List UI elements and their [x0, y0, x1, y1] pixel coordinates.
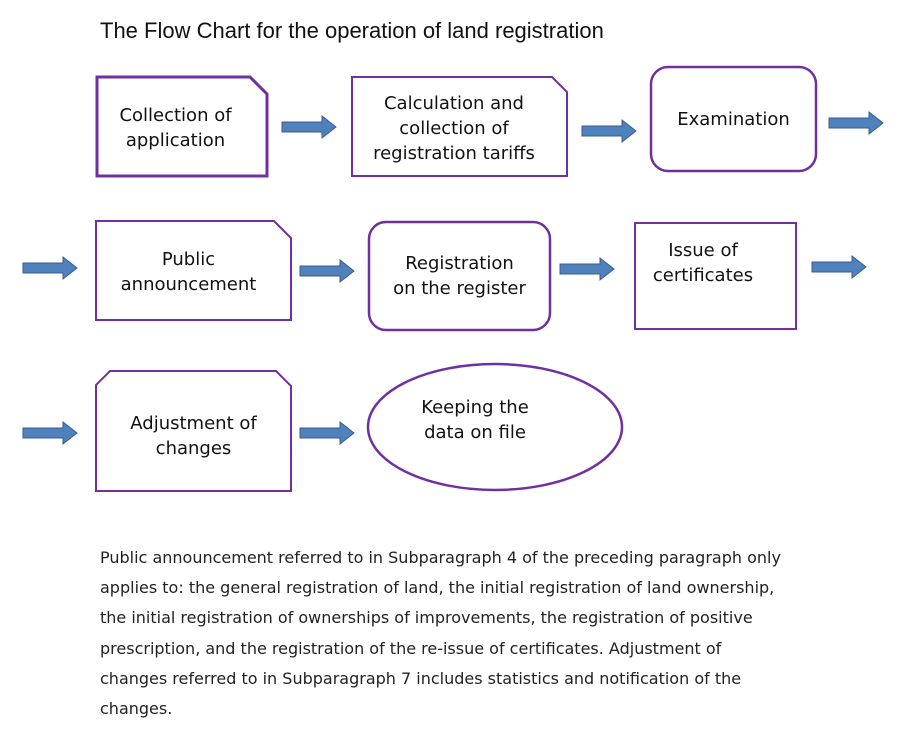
arrow-1-to-2 — [281, 114, 337, 140]
arrow-4-to-5 — [299, 258, 355, 284]
step-6-label: Issue of certificates — [652, 240, 754, 286]
arrow-6-continue — [811, 254, 867, 280]
arrow-2-to-3 — [581, 118, 637, 144]
step-5-box — [367, 220, 552, 332]
arrow-7-to-8 — [299, 420, 355, 446]
step-8-ellipse — [366, 362, 624, 492]
step-7-box — [95, 370, 292, 492]
step-3-label: Examination — [677, 108, 790, 130]
step-2-box — [351, 76, 568, 177]
step-3-box — [649, 65, 818, 173]
step-7-label: Adjustment of changes — [130, 412, 257, 459]
step-1-box — [95, 75, 269, 178]
arrow-3-continue — [828, 110, 884, 136]
arrow-row2-start — [22, 255, 78, 281]
step-1-label: Collection of application — [119, 105, 232, 151]
step-4-label: Public announcement — [120, 249, 257, 295]
arrow-5-to-6 — [559, 256, 615, 282]
caption-paragraph: Public announcement referred to in Subpa… — [100, 548, 781, 719]
step-4-box — [95, 220, 292, 321]
page-title: The Flow Chart for the operation of land… — [100, 18, 604, 43]
arrow-row3-start — [22, 420, 78, 446]
step-6-box — [634, 222, 797, 330]
step-5-label: Registration on the register — [393, 253, 526, 299]
step-2-label: Calculation and collection of registrati… — [373, 92, 535, 164]
step-8-label: Keeping the data on file — [421, 397, 529, 443]
